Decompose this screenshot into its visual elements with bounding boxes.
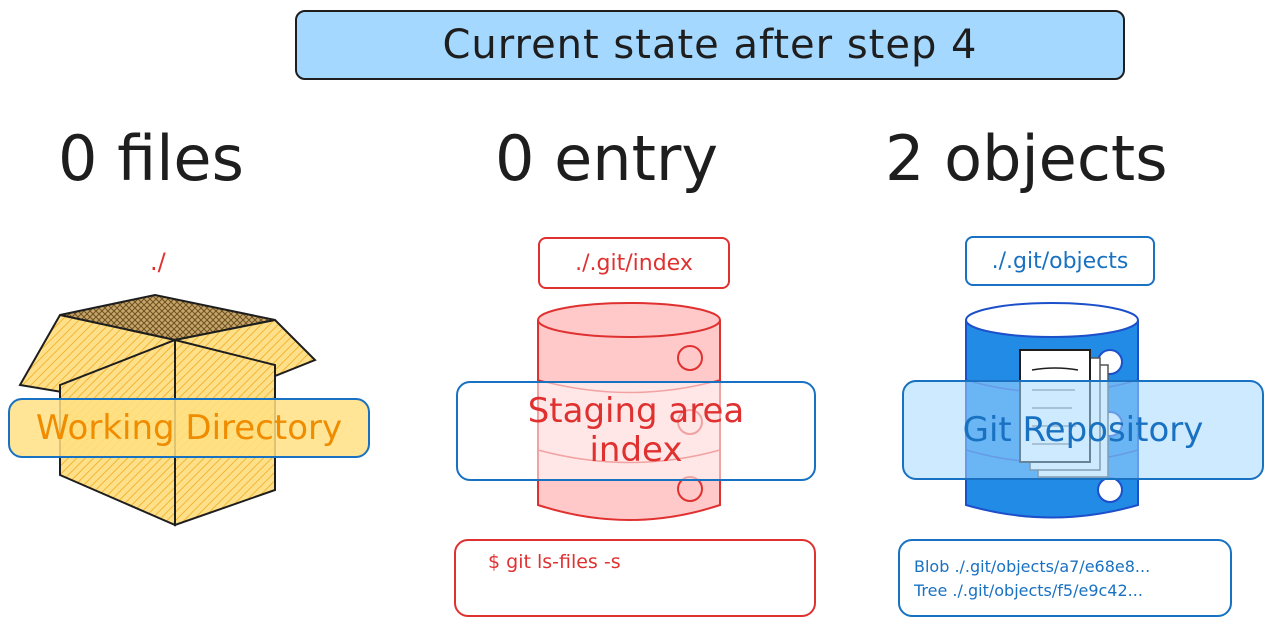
working-directory-count: 0 files <box>58 122 244 195</box>
git-repository-count: 2 objects <box>885 122 1168 195</box>
page-title: Current state after step 4 <box>442 22 978 68</box>
working-directory-label-text: Working Directory <box>35 408 343 448</box>
object-blob: Blob ./.git/objects/a7/e68e8... <box>914 557 1151 576</box>
git-objects-list: Blob ./.git/objects/a7/e68e8... Tree ./.… <box>898 539 1232 617</box>
git-repository-path: ./.git/objects <box>965 236 1155 286</box>
staging-area-label: Staging area index <box>456 381 816 481</box>
staging-area-path: ./.git/index <box>538 237 730 289</box>
staging-area-label-line2: index <box>589 430 683 470</box>
git-repository-path-text: ./.git/objects <box>991 248 1129 274</box>
git-repository-label: Git Repository <box>902 380 1264 480</box>
working-directory-label: Working Directory <box>8 398 370 458</box>
staging-area-count: 0 entry <box>495 122 719 195</box>
ls-files-command: $ git ls-files -s <box>488 551 621 573</box>
title-banner: Current state after step 4 <box>295 10 1125 80</box>
staging-area-command-box: $ git ls-files -s <box>454 539 816 617</box>
staging-area-label-line1: Staging area <box>527 390 745 431</box>
object-tree: Tree ./.git/objects/f5/e9c42... <box>914 581 1143 600</box>
staging-area-path-text: ./.git/index <box>575 250 693 276</box>
git-repository-label-text: Git Repository <box>962 410 1204 450</box>
working-directory-path: ./ <box>150 248 166 276</box>
